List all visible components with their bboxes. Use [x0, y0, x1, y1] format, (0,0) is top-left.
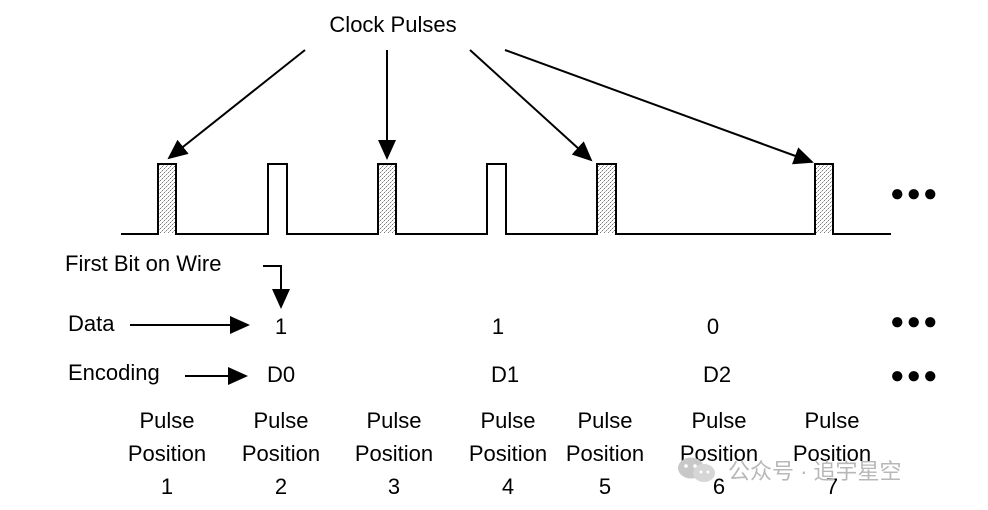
pulse-position-word: Position	[565, 441, 645, 466]
encoding-ellipsis: ●●●	[890, 362, 940, 389]
pulse-position-number: 6	[712, 474, 726, 499]
pulse-position-word: Position	[354, 441, 434, 466]
watermark: 公众号 · 追宇星空	[676, 454, 902, 486]
pulse-position-5: Pulse Position 5	[566, 404, 644, 503]
wechat-icon	[676, 455, 720, 485]
clock-pulse-2	[379, 165, 395, 233]
clock-pulse-4	[816, 165, 832, 233]
pulse-position-word: Pulse	[480, 408, 536, 433]
pulse-position-word: Pulse	[691, 408, 747, 433]
data-label: Data	[68, 311, 115, 336]
pulse-position-word: Position	[468, 441, 548, 466]
first-bit-arrow	[263, 265, 290, 309]
clock-pulse-1	[159, 165, 175, 233]
pulse-position-7: Pulse Position 7	[793, 404, 871, 503]
pulse-position-2: Pulse Position 2	[242, 404, 320, 503]
pulse-position-6: Pulse Position 6	[680, 404, 758, 503]
encoding-value-d0: D0	[266, 362, 296, 387]
first-bit-label: First Bit on Wire	[65, 251, 222, 276]
clock-arrow-1	[167, 49, 306, 160]
pulse-position-number: 3	[387, 474, 401, 499]
pulse-position-1: Pulse Position 1	[128, 404, 206, 503]
pulse-position-4: Pulse Position 4	[469, 404, 547, 503]
pulse-position-word: Pulse	[139, 408, 195, 433]
waveform-ellipsis: ●●●	[890, 180, 940, 207]
pulse-position-number: 2	[274, 474, 288, 499]
pulse-position-word: Position	[241, 441, 321, 466]
pulse-position-number: 7	[825, 474, 839, 499]
data-value-1: 1	[274, 314, 288, 339]
signal-waveform	[121, 163, 891, 235]
data-value-2: 1	[491, 314, 505, 339]
encoding-value-d2: D2	[702, 362, 732, 387]
watermark-text: 公众号 · 追宇星空	[728, 459, 902, 484]
pulse-position-word: Position	[127, 441, 207, 466]
clock-pulse-3	[598, 165, 615, 233]
data-value-3: 0	[706, 314, 720, 339]
pulse-position-number: 5	[598, 474, 612, 499]
pulse-position-word: Pulse	[804, 408, 860, 433]
pulse-position-word: Pulse	[577, 408, 633, 433]
clock-arrow-4	[504, 49, 814, 165]
pulse-position-word: Pulse	[253, 408, 309, 433]
data-ellipsis: ●●●	[890, 308, 940, 335]
pulse-position-3: Pulse Position 3	[355, 404, 433, 503]
clock-pulses-title: Clock Pulses	[329, 12, 457, 37]
encoding-value-d1: D1	[490, 362, 520, 387]
pulse-position-word: Position	[792, 441, 872, 466]
pulse-position-number: 1	[160, 474, 174, 499]
pulse-position-word: Pulse	[366, 408, 422, 433]
clock-arrow-3	[469, 49, 593, 162]
pulse-position-number: 4	[501, 474, 515, 499]
encoding-label: Encoding	[68, 360, 160, 385]
